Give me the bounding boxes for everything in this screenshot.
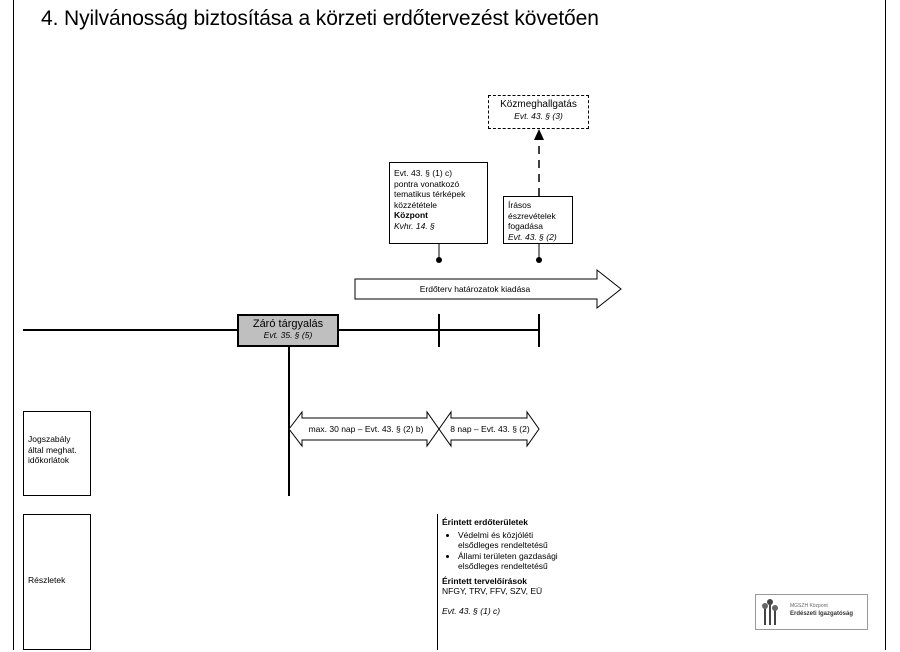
plans-heading: Érintett tervelőírások [442, 575, 528, 586]
arrow-30-days-label: max. 30 nap – Evt. 43. § (2) b) [308, 424, 424, 434]
logo-line2: Erdészeti Igazgatóság [790, 611, 854, 617]
map-box-line2: pontra vonatkozó [394, 178, 460, 189]
area-item: Védelmi és közjóléti elsődleges rendelte… [458, 530, 563, 551]
details-box: Részletek [23, 514, 91, 650]
hearing-arrowhead [534, 129, 544, 140]
logo-line1: MGSZH Központ [790, 603, 828, 609]
written-box-dot [536, 257, 542, 263]
map-publication-box: Evt. 43. § (1) c) pontra vonatkozó temat… [389, 162, 488, 244]
written-box-line3: fogadása [508, 221, 543, 231]
time-limits-box: Jogszabály által meghat. időkorlátok [23, 411, 91, 496]
map-box-line4: közzététele [394, 199, 437, 210]
area-item: Állami területen gazdasági elsődleges re… [458, 551, 563, 572]
details-content: Érintett erdőterületek Védelmi és közjól… [437, 514, 567, 650]
public-hearing-ref: Evt. 43. § (3) [514, 110, 563, 121]
written-comments-box: Írásos észrevételek fogadása Evt. 43. § … [503, 196, 573, 244]
public-hearing-label: Közmeghallgatás [500, 99, 577, 110]
time-limits-line1: Jogszabály [28, 434, 71, 444]
closing-meeting-ref: Evt. 35. § (5) [263, 329, 313, 340]
closing-meeting-box: Záró tárgyalás Evt. 35. § (5) [237, 314, 339, 347]
written-box-line2: észrevételek [508, 210, 556, 221]
time-limits-line3: időkorlátok [28, 455, 70, 465]
map-box-line1: Evt. 43. § (1) c) [394, 168, 453, 178]
arrow-8-days-label: 8 nap – Evt. 43. § (2) [450, 424, 530, 434]
forest-logo-icon [762, 599, 778, 625]
map-box-dot [436, 257, 442, 263]
plans-list: NFGY, TRV, FFV, SZV, EÜ [442, 586, 543, 596]
written-box-ref: Evt. 43. § (2) [508, 231, 557, 242]
areas-list: Védelmi és közjóléti elsődleges rendelte… [442, 530, 563, 572]
arrow-8-days-shape [438, 410, 540, 448]
details-box-label: Részletek [28, 575, 66, 585]
time-limits-line2: által meghat. [28, 444, 77, 455]
organization-logo: MGSZH Központ Erdészeti Igazgatóság [755, 594, 868, 630]
closing-meeting-label: Záró tárgyalás [252, 318, 324, 330]
page-frame [13, 0, 886, 650]
resolutions-arrow-shape [354, 268, 622, 310]
map-box-org: Központ [394, 210, 428, 220]
map-box-line3: tematikus térképek [394, 189, 466, 199]
page-title: 4. Nyilvánosság biztosítása a körzeti er… [41, 7, 599, 30]
public-hearing-box: Közmeghallgatás Evt. 43. § (3) [488, 95, 589, 129]
map-box-ref: Kvhr. 14. § [394, 220, 435, 231]
areas-heading: Érintett erdőterületek [442, 517, 528, 527]
written-box-line1: Írásos [508, 200, 532, 210]
resolutions-arrow-label: Erdőterv határozatok kiadása [419, 284, 531, 294]
details-ref: Evt. 43. § (1) c) [442, 605, 501, 616]
